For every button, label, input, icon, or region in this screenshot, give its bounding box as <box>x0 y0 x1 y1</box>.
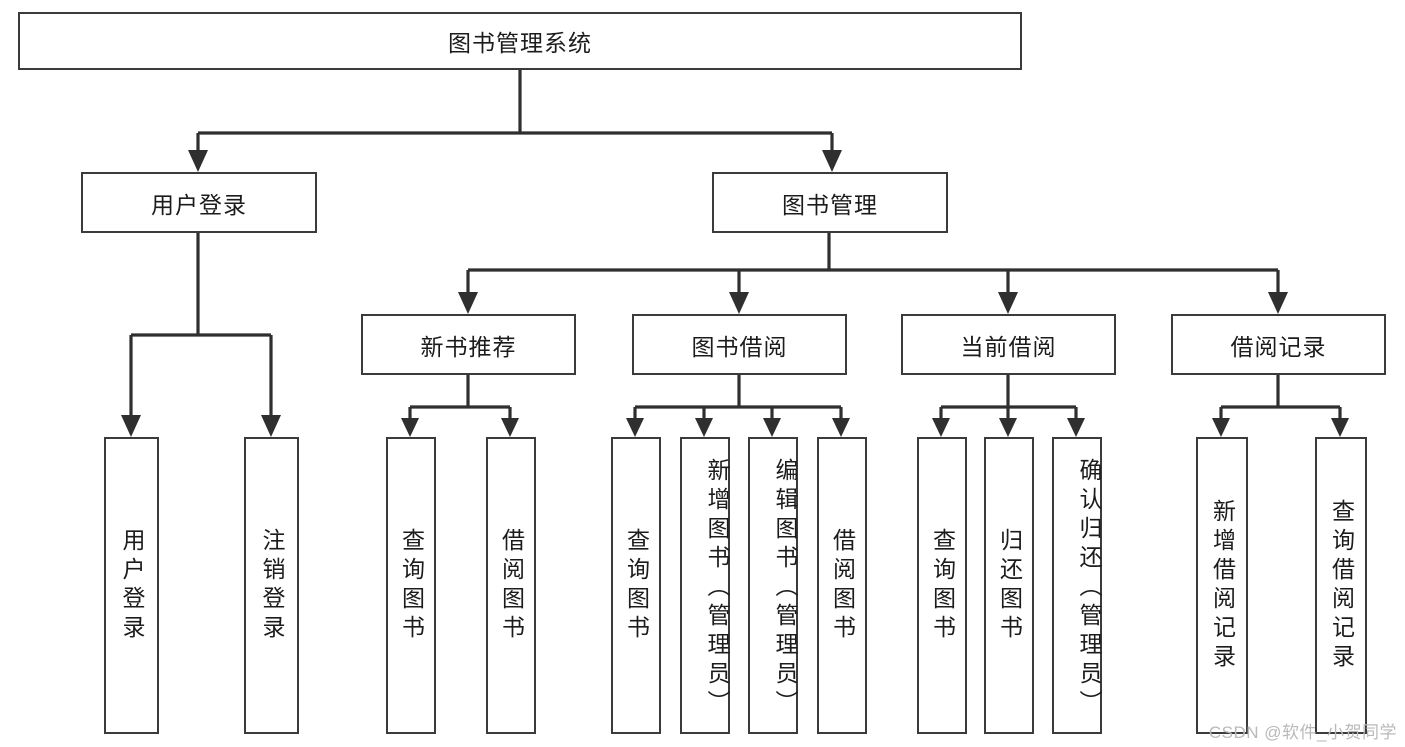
node-leaf-query-book-3[interactable]: 查询图书 <box>917 437 967 734</box>
csdn-watermark: CSDN @软件_小贺同学 <box>1208 723 1397 742</box>
node-leaf-user-logout[interactable]: 注销登录 <box>244 437 299 734</box>
node-leaf-return-book[interactable]: 归还图书 <box>984 437 1034 734</box>
node-leaf-user-login[interactable]: 用户登录 <box>104 437 159 734</box>
node-label: 查询图书 <box>929 527 956 644</box>
node-leaf-confirm-return[interactable]: 确认归还（管理员） <box>1052 437 1102 734</box>
node-label: 用户登录 <box>119 527 145 644</box>
node-user-login[interactable]: 用户登录 <box>81 172 317 233</box>
node-new-book-rec[interactable]: 新书推荐 <box>361 314 576 375</box>
node-label: 编辑图书（管理员） <box>772 458 798 719</box>
node-leaf-borrow-book-1[interactable]: 借阅图书 <box>486 437 536 734</box>
node-borrow-record[interactable]: 借阅记录 <box>1171 314 1386 375</box>
node-leaf-edit-book[interactable]: 编辑图书（管理员） <box>748 437 798 734</box>
node-root[interactable]: 图书管理系统 <box>18 12 1022 70</box>
node-label: 查询图书 <box>398 527 425 644</box>
node-book-borrow[interactable]: 图书借阅 <box>632 314 847 375</box>
node-leaf-query-record[interactable]: 查询借阅记录 <box>1315 437 1367 734</box>
node-label: 借阅图书 <box>829 527 856 644</box>
node-book-manage[interactable]: 图书管理 <box>712 172 948 233</box>
node-label: 查询图书 <box>623 527 650 644</box>
node-label: 归还图书 <box>996 527 1023 644</box>
node-label: 确认归还（管理员） <box>1076 458 1102 719</box>
node-leaf-query-book-2[interactable]: 查询图书 <box>611 437 661 734</box>
node-label: 借阅图书 <box>498 527 525 644</box>
node-label: 新增借阅记录 <box>1209 498 1236 673</box>
node-leaf-add-book[interactable]: 新增图书（管理员） <box>680 437 730 734</box>
node-label: 注销登录 <box>259 527 285 644</box>
node-label: 新增图书（管理员） <box>704 458 730 719</box>
node-leaf-query-book-1[interactable]: 查询图书 <box>386 437 436 734</box>
node-leaf-borrow-book-2[interactable]: 借阅图书 <box>817 437 867 734</box>
node-current-borrow[interactable]: 当前借阅 <box>901 314 1116 375</box>
node-label: 查询借阅记录 <box>1328 498 1355 673</box>
node-leaf-add-record[interactable]: 新增借阅记录 <box>1196 437 1248 734</box>
